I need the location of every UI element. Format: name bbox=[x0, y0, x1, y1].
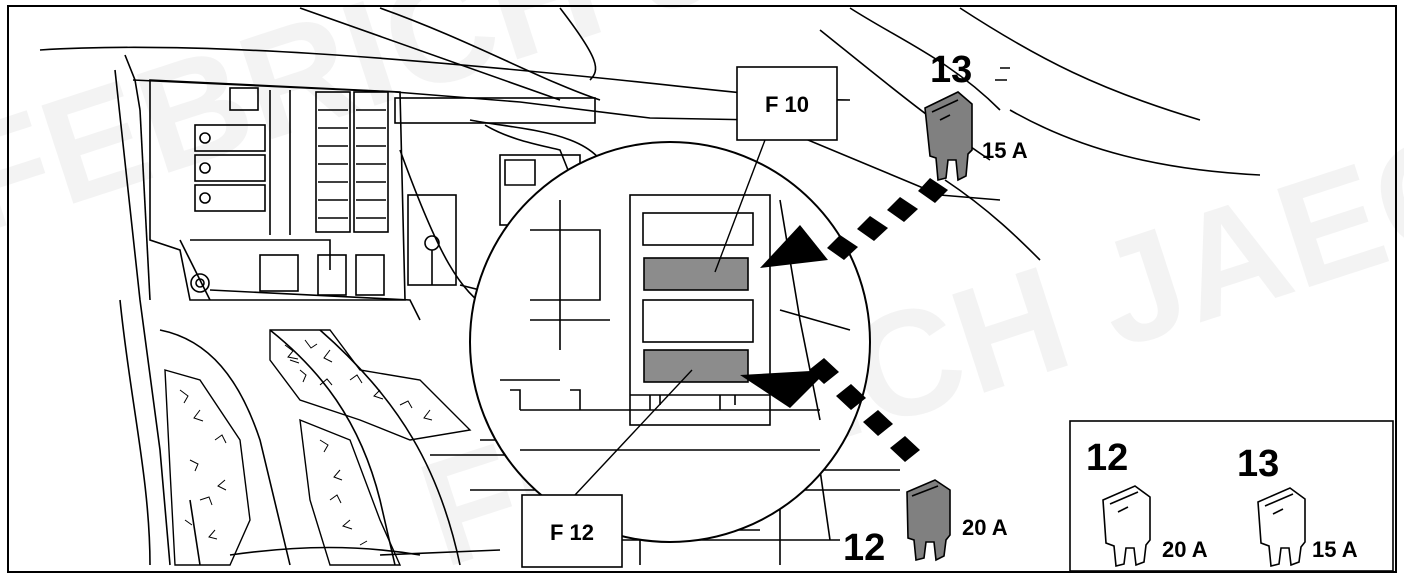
fuse-13: 13 15 A bbox=[924, 49, 1028, 182]
arrow-head-13 bbox=[760, 225, 828, 268]
diagram-frame bbox=[7, 5, 1397, 573]
fuse-13-number: 13 bbox=[930, 49, 972, 91]
callout-f10-label: F 10 bbox=[765, 92, 809, 117]
callout-leaders bbox=[574, 139, 766, 496]
fuse-legend: 12 20 A 13 15 A bbox=[1069, 420, 1394, 572]
legend-item-12-rating: 20 A bbox=[1162, 537, 1208, 562]
fuse-13-icon bbox=[924, 91, 973, 182]
legend-fuse-13-icon bbox=[1257, 487, 1306, 568]
callout-f12: F 12 bbox=[521, 494, 623, 568]
arrow-head-12 bbox=[740, 370, 828, 408]
legend-item-12-number: 12 bbox=[1086, 437, 1128, 479]
fuse-12: 12 20 A bbox=[843, 479, 1008, 569]
f12-leader-line bbox=[574, 369, 693, 496]
fuse-slot-3 bbox=[642, 299, 754, 343]
fuse-12-number: 12 bbox=[843, 527, 885, 569]
legend-item-13: 13 15 A bbox=[1237, 443, 1358, 568]
fuse-box-body bbox=[149, 79, 611, 301]
fuse-12-icon bbox=[906, 479, 951, 562]
fuse-slot-1 bbox=[642, 212, 754, 246]
fuse-slot-f12-highlight bbox=[643, 349, 749, 383]
fuse-slot-f10-highlight bbox=[643, 257, 749, 291]
fuse-12-rating: 20 A bbox=[962, 515, 1008, 540]
legend-fuse-12-icon bbox=[1102, 485, 1151, 568]
insulation-texture bbox=[164, 329, 472, 566]
legend-item-13-number: 13 bbox=[1237, 443, 1279, 485]
legend-item-13-rating: 15 A bbox=[1312, 537, 1358, 562]
magnified-view bbox=[399, 141, 871, 543]
callout-f10: F 10 bbox=[736, 66, 838, 141]
f10-leader-line bbox=[714, 139, 766, 273]
fuse-13-rating: 15 A bbox=[982, 138, 1028, 163]
callout-f10-box bbox=[736, 66, 838, 141]
insertion-arrow-13 bbox=[760, 178, 948, 268]
callout-f12-label: F 12 bbox=[550, 520, 594, 545]
legend-item-12: 12 20 A bbox=[1086, 437, 1208, 568]
insertion-arrow-12 bbox=[740, 358, 920, 462]
callout-f12-box bbox=[521, 494, 623, 568]
